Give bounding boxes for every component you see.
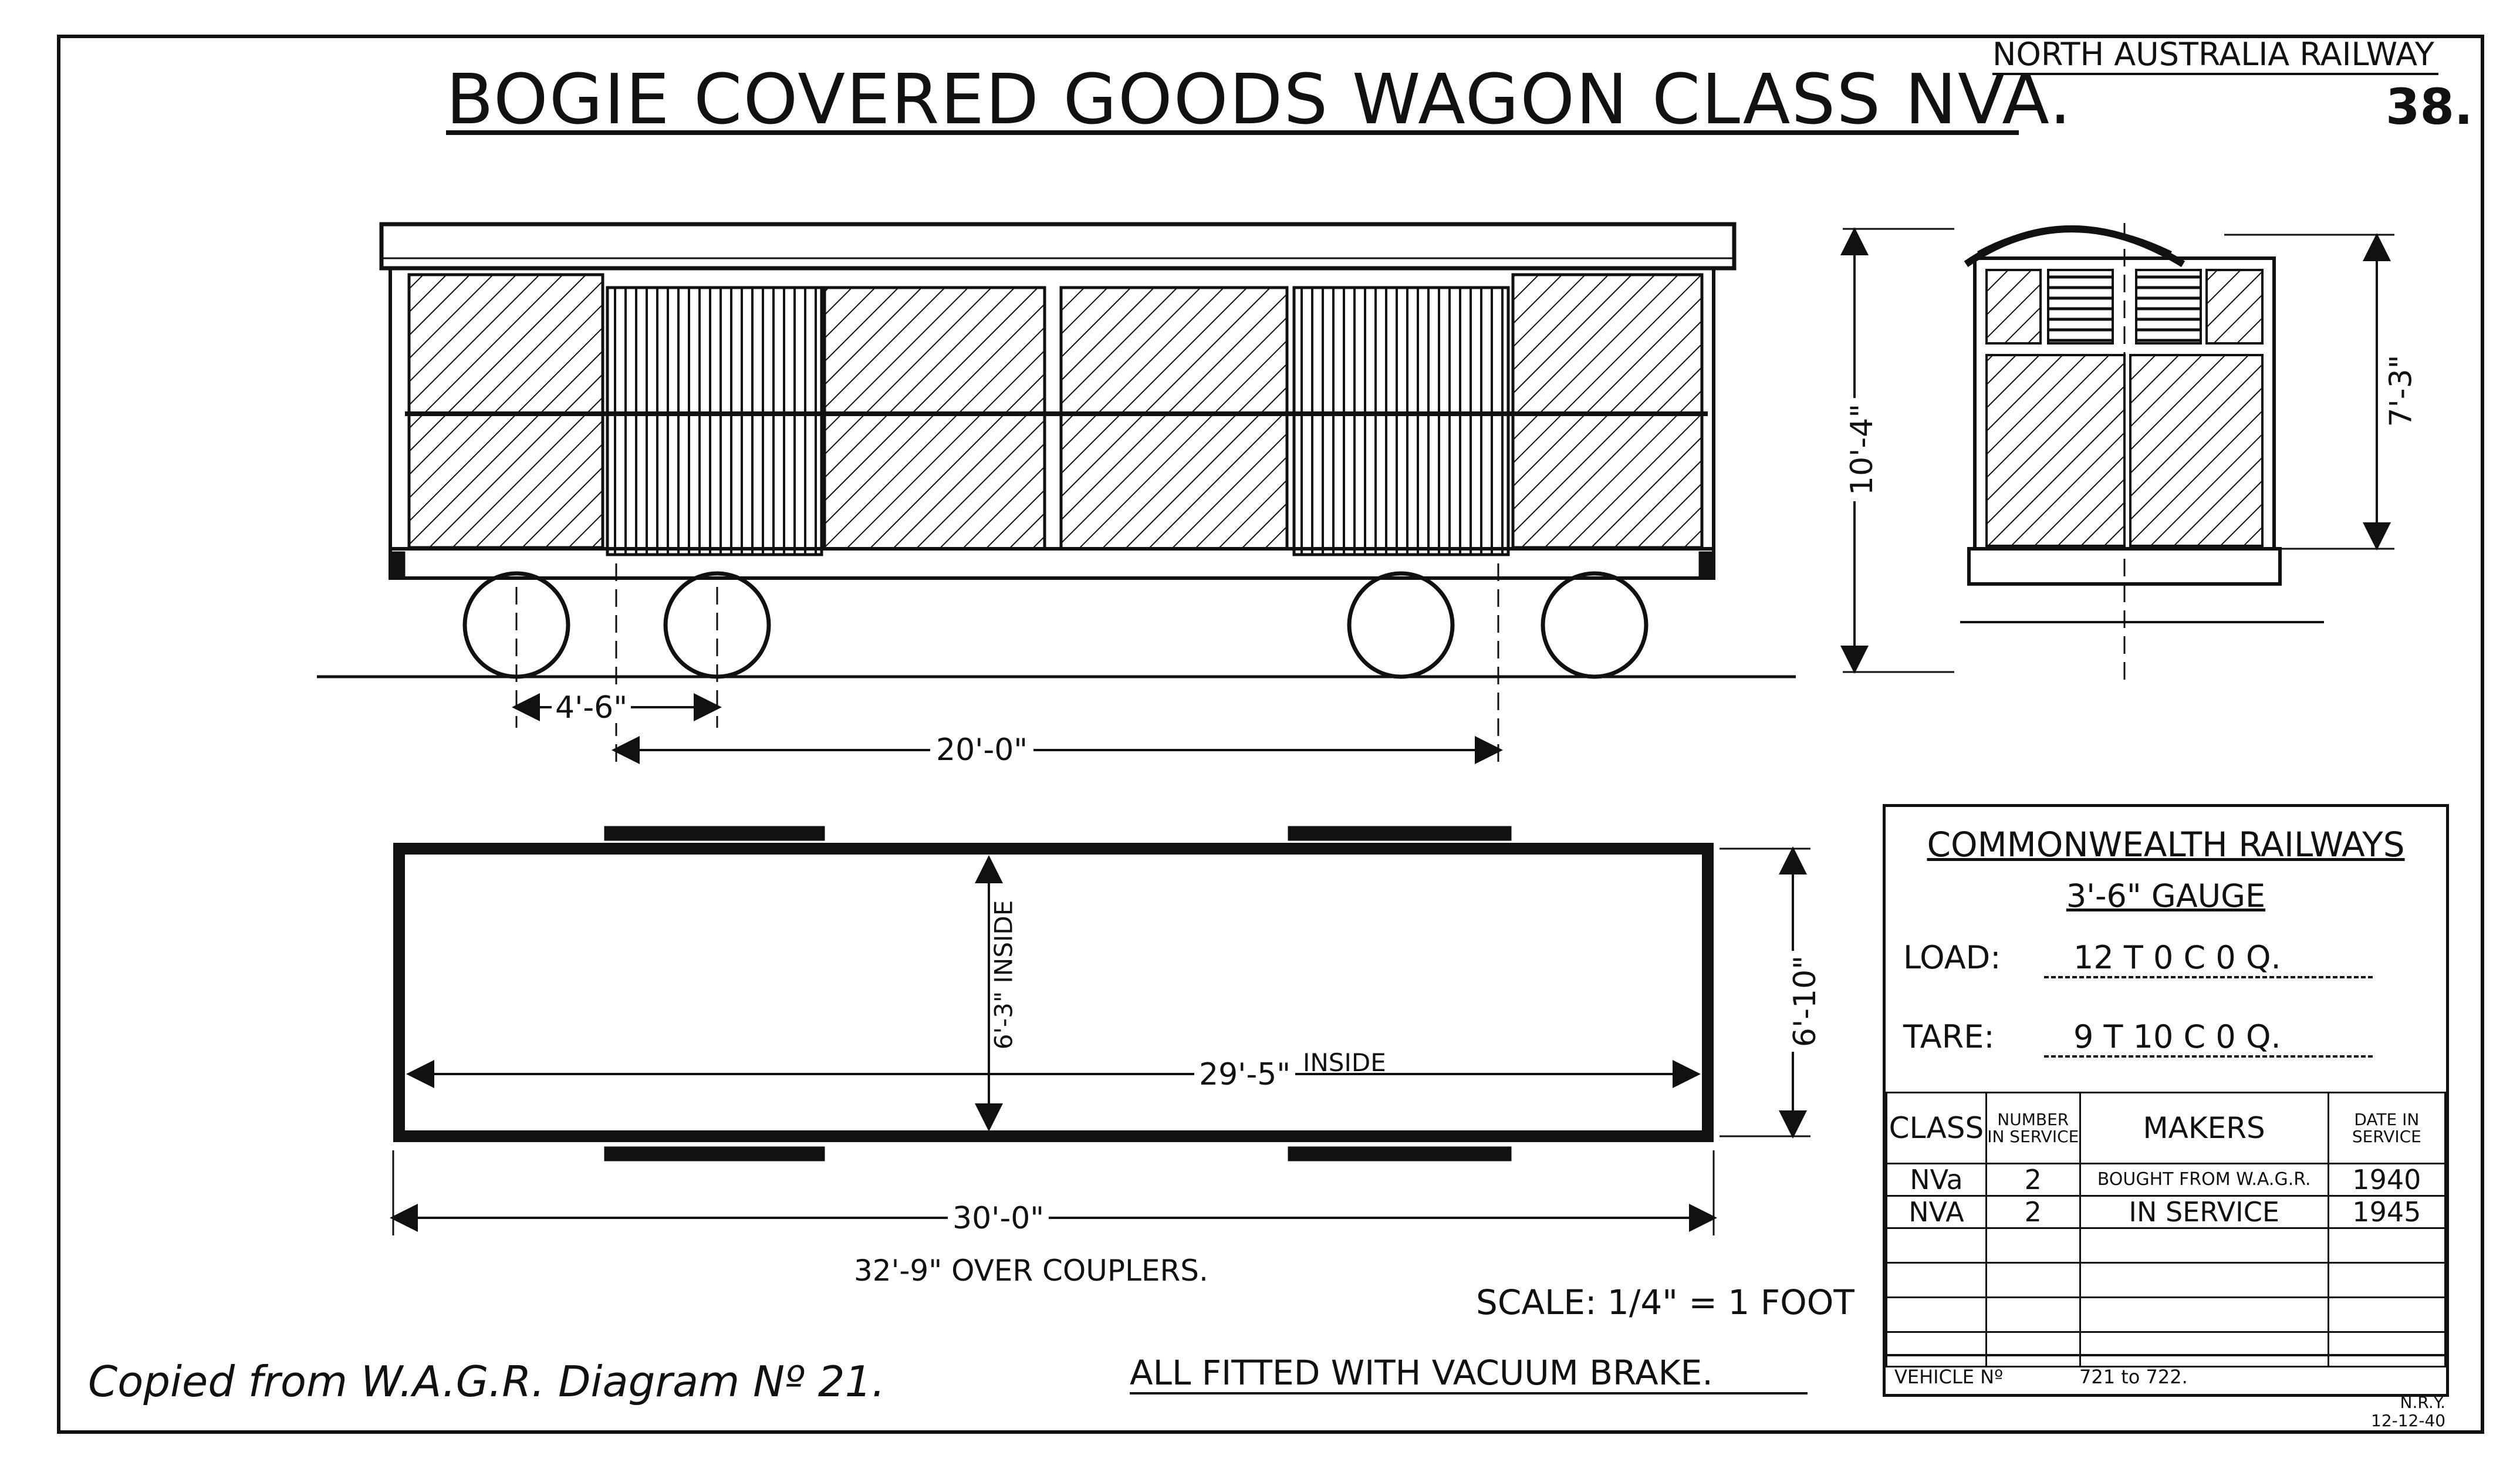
table-cell: 1940 xyxy=(2327,1163,2447,1197)
wheelbase-dimension: 4'-6" xyxy=(552,693,631,723)
inside-width-dimension: 6'-3" INSIDE xyxy=(989,895,1018,1055)
column-header-date: DATE IN SERVICE xyxy=(2327,1092,2447,1164)
table-cell xyxy=(1886,1331,1987,1367)
vehicle-number-label: VEHICLE Nº xyxy=(1894,1366,2004,1388)
table-cell xyxy=(2079,1227,2329,1264)
copied-from-note: Copied from W.A.G.R. Diagram Nº 21. xyxy=(88,1357,886,1406)
scale-note: SCALE: 1/4" = 1 FOOT xyxy=(1476,1282,1854,1322)
table-cell xyxy=(2327,1262,2447,1298)
side-elevation xyxy=(317,222,1796,764)
table-row-empty xyxy=(1886,1296,2447,1333)
wagon-data-box: COMMONWEALTH RAILWAYS 3'-6" GAUGE LOAD: … xyxy=(1883,804,2449,1397)
table-row: NVA 2 IN SERVICE 1945 xyxy=(1886,1195,2447,1229)
end-elevation xyxy=(1840,223,2394,681)
railway-name: NORTH AUSTRALIA RAILWAY xyxy=(1992,36,2434,73)
table-cell xyxy=(1886,1296,1987,1333)
table-cell: 2 xyxy=(1985,1195,2081,1229)
bogie-centres-dimension: 20'-0" xyxy=(930,735,1034,765)
service-table: CLASS NUMBER IN SERVICE MAKERS DATE IN S… xyxy=(1886,1092,2447,1367)
table-cell xyxy=(1886,1262,1987,1298)
column-header-makers: MAKERS xyxy=(2079,1092,2329,1164)
vacuum-brake-underline xyxy=(1130,1392,1808,1394)
table-cell: NVa xyxy=(1886,1163,1987,1197)
table-cell xyxy=(1886,1227,1987,1264)
column-header-class: CLASS xyxy=(1886,1092,1987,1164)
table-cell xyxy=(2327,1331,2447,1367)
end-height-dimension: 7'-3" xyxy=(2384,349,2419,433)
table-cell xyxy=(2327,1296,2447,1333)
table-cell xyxy=(2079,1262,2329,1298)
vehicle-number-row: VEHICLE Nº 721 to 722. xyxy=(1886,1354,2446,1394)
outside-length-dimension: 30'-0" xyxy=(948,1203,1049,1234)
height-dimension: 10'-4" xyxy=(1845,397,1880,502)
table-header-row: CLASS NUMBER IN SERVICE MAKERS DATE IN S… xyxy=(1886,1092,2447,1164)
table-cell xyxy=(1985,1227,2081,1264)
table-cell xyxy=(1985,1296,2081,1333)
tare-label: TARE: xyxy=(1903,1018,1995,1055)
drafter-initials-date: 12-12-40 xyxy=(2371,1410,2446,1430)
plan-view xyxy=(390,826,1810,1235)
table-cell xyxy=(1985,1331,2081,1367)
table-row: NVa 2 BOUGHT FROM W.A.G.R. 1940 xyxy=(1886,1163,2447,1197)
table-cell: 2 xyxy=(1985,1163,2081,1197)
railway-underline xyxy=(1992,73,2438,75)
table-cell xyxy=(2327,1227,2447,1264)
drafter-initials: N.R.Y. 12-12-40 xyxy=(2371,1393,2446,1430)
load-label: LOAD: xyxy=(1903,939,2001,976)
sheet-number: 38. xyxy=(2386,78,2473,136)
vacuum-brake-note: ALL FITTED WITH VACUUM BRAKE. xyxy=(1130,1353,1713,1393)
tare-value: 9 T 10 C 0 Q. xyxy=(2044,1018,2373,1058)
inside-length-dimension: 29'-5" xyxy=(1194,1059,1296,1090)
authority-heading: COMMONWEALTH RAILWAYS xyxy=(1927,825,2405,865)
table-row-empty xyxy=(1886,1331,2447,1367)
table-cell xyxy=(1985,1262,2081,1298)
load-value: 12 T 0 C 0 Q. xyxy=(2044,939,2373,978)
sheet-border xyxy=(57,35,2484,1434)
title-underline xyxy=(446,130,2019,135)
table-cell xyxy=(2079,1331,2329,1367)
vehicle-number-value: 721 to 722. xyxy=(2079,1366,2188,1388)
drawing-title: BOGIE COVERED GOODS WAGON CLASS NVA. xyxy=(446,59,2073,140)
table-cell: 1945 xyxy=(2327,1195,2447,1229)
gauge-heading: 3'-6" GAUGE xyxy=(2066,877,2266,914)
table-cell: NVA xyxy=(1886,1195,1987,1229)
table-cell: BOUGHT FROM W.A.G.R. xyxy=(2079,1163,2329,1197)
table-row-empty xyxy=(1886,1262,2447,1298)
inside-length-label: INSIDE xyxy=(1303,1048,1386,1077)
column-header-number: NUMBER IN SERVICE xyxy=(1985,1092,2081,1164)
table-cell xyxy=(2079,1296,2329,1333)
outside-width-dimension: 6'-10" xyxy=(1788,950,1823,1052)
over-couplers-note: 32'-9" OVER COUPLERS. xyxy=(854,1254,1208,1288)
table-cell: IN SERVICE xyxy=(2079,1195,2329,1229)
table-row-empty xyxy=(1886,1227,2447,1264)
